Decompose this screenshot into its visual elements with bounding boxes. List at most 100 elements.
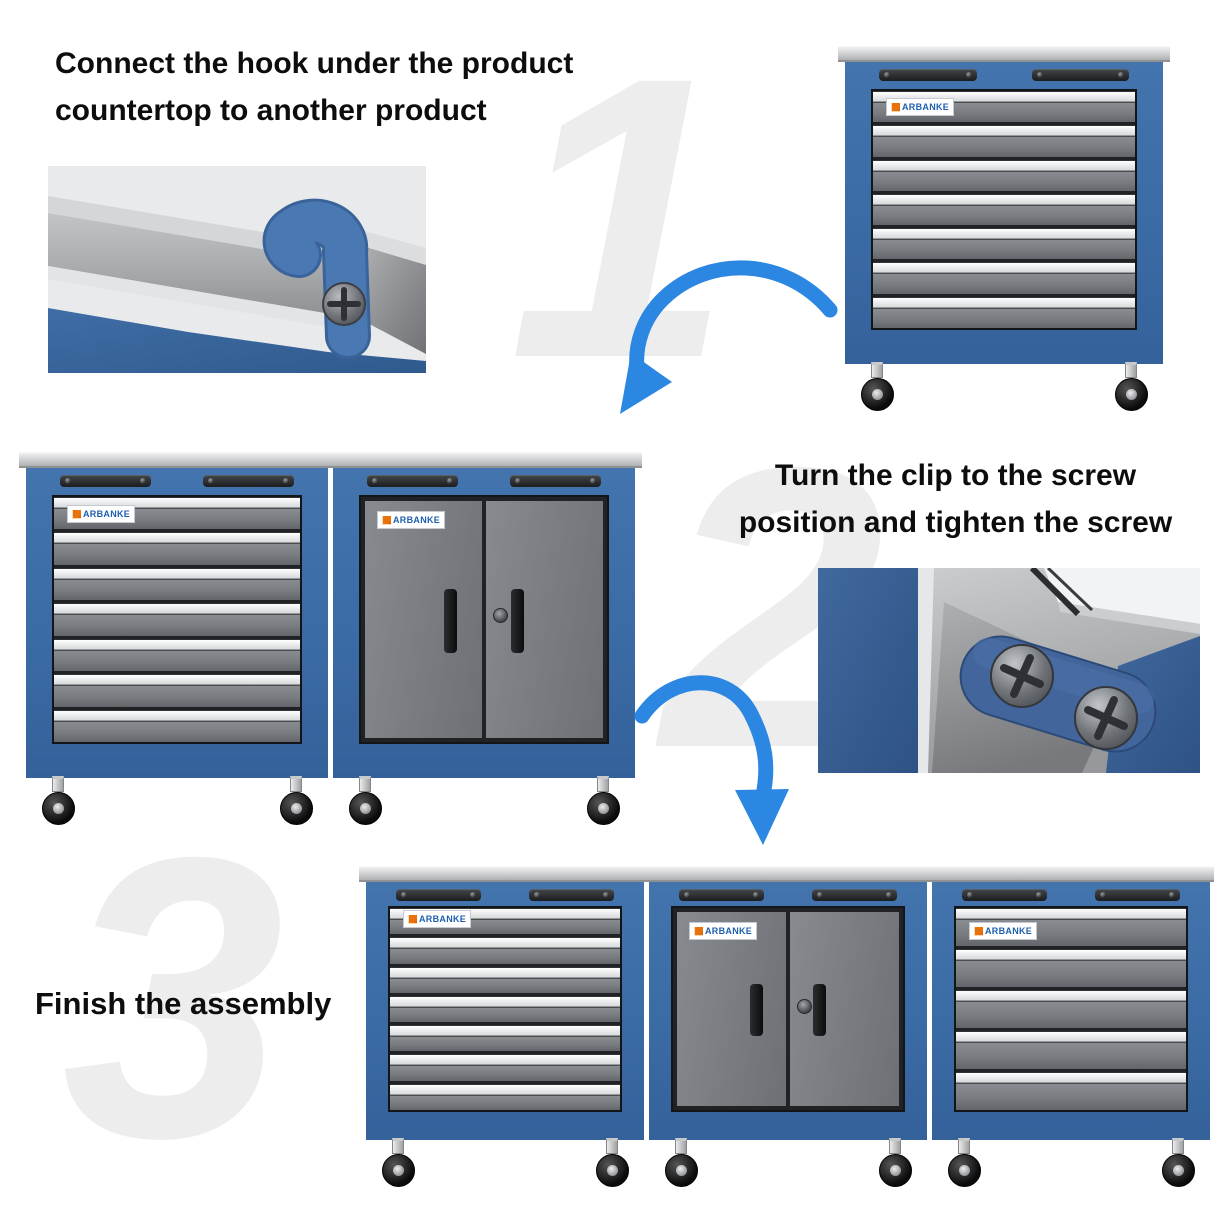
drawer bbox=[54, 674, 300, 707]
drawer bbox=[873, 296, 1135, 328]
countertop bbox=[326, 452, 642, 468]
handle-bar bbox=[1031, 69, 1129, 81]
arrow-step1-to-step2-icon bbox=[612, 256, 842, 426]
wheel-tire bbox=[1114, 378, 1148, 411]
cabinet-body: ARBANKE bbox=[366, 882, 644, 1140]
drawer bbox=[54, 638, 300, 672]
caster-wheel bbox=[38, 776, 78, 825]
brand-logo-mark-icon bbox=[974, 926, 983, 936]
drawer bbox=[873, 159, 1135, 191]
drawer-face bbox=[873, 273, 1135, 294]
handle-bar bbox=[202, 475, 294, 487]
cabinet-front: ARBANKE bbox=[359, 495, 609, 744]
caster-wheel bbox=[345, 776, 385, 825]
door-handle bbox=[750, 983, 764, 1037]
drawer-face bbox=[54, 649, 300, 672]
drawer-rail bbox=[956, 1031, 1186, 1042]
brand-logo: ARBANKE bbox=[377, 511, 446, 529]
drawer-face bbox=[390, 1036, 620, 1052]
wheel-stem bbox=[958, 1138, 970, 1154]
drawer-rail bbox=[54, 497, 300, 508]
drawer bbox=[390, 1054, 620, 1081]
step3-three-cabinet-assembly: ARBANKE ARBANKE ARBANKE bbox=[359, 866, 1214, 1187]
drawer-rail bbox=[54, 567, 300, 579]
drawer-face bbox=[956, 1001, 1186, 1028]
countertop bbox=[19, 452, 335, 468]
wheel-tire bbox=[279, 792, 313, 825]
step1-title-line1: Connect the hook under the product bbox=[55, 47, 574, 80]
drawer-cabinet: ARBANKE bbox=[359, 866, 651, 1187]
drawer bbox=[54, 603, 300, 636]
drawer-rail bbox=[956, 1072, 1186, 1083]
caster-wheel bbox=[1158, 1138, 1198, 1187]
brand-logo-text: ARBANKE bbox=[393, 514, 441, 525]
countertop bbox=[359, 866, 651, 882]
drawer: ARBANKE bbox=[956, 908, 1186, 946]
drawer bbox=[390, 995, 620, 1023]
step2-title-line1: Turn the clip to the screw bbox=[774, 459, 1137, 492]
wheel-stem bbox=[597, 776, 609, 792]
brand-logo: ARBANKE bbox=[67, 505, 136, 524]
drawer-cabinet: ARBANKE bbox=[838, 46, 1170, 411]
drawer-cabinet: ARBANKE bbox=[925, 866, 1214, 1187]
drawer bbox=[390, 1083, 620, 1110]
drawer bbox=[390, 966, 620, 993]
drawer bbox=[390, 937, 620, 964]
drawer-rail bbox=[390, 966, 620, 978]
cabinet-front: ARBANKE bbox=[52, 495, 302, 744]
drawer-face bbox=[873, 239, 1135, 260]
step3-title-line1: Finish the assembly bbox=[35, 986, 332, 1021]
drawer-face bbox=[54, 578, 300, 601]
drawer-face bbox=[54, 614, 300, 636]
brand-logo-text: ARBANKE bbox=[419, 913, 467, 924]
caster-wheel bbox=[1111, 362, 1151, 411]
drawer-face bbox=[873, 307, 1135, 328]
wheel-stem bbox=[392, 1138, 404, 1154]
cabinet-body: ARBANKE bbox=[845, 62, 1163, 364]
drawer bbox=[54, 709, 300, 742]
handle-bar bbox=[396, 889, 482, 901]
drawer-rail bbox=[54, 532, 300, 544]
wheel-stem bbox=[290, 776, 302, 792]
clip-closeup-illustration bbox=[818, 565, 1200, 773]
drawer bbox=[873, 228, 1135, 260]
wheel-stem bbox=[1125, 362, 1137, 378]
handle-bar bbox=[367, 475, 459, 487]
wheel-tire bbox=[878, 1154, 912, 1187]
wheel-stem bbox=[606, 1138, 618, 1154]
wheel-stem bbox=[52, 776, 64, 792]
drawer-face bbox=[956, 960, 1186, 987]
wheel-tire bbox=[1161, 1154, 1195, 1187]
wheel-stem bbox=[359, 776, 371, 792]
handle-row bbox=[52, 468, 302, 495]
handle-bar bbox=[962, 889, 1048, 901]
drawer-face bbox=[54, 685, 300, 707]
drawer-rail bbox=[54, 603, 300, 615]
drawer-rail bbox=[956, 949, 1186, 960]
wheel-stem bbox=[1172, 1138, 1184, 1154]
cabinet-body: ARBANKE bbox=[26, 468, 328, 778]
wheel-tire bbox=[664, 1154, 698, 1187]
hook-closeup-illustration bbox=[48, 166, 426, 373]
drawer-face bbox=[873, 136, 1135, 157]
door-handle bbox=[444, 588, 458, 653]
drawer-rail bbox=[54, 674, 300, 686]
brand-logo: ARBANKE bbox=[689, 922, 758, 940]
handle-row bbox=[954, 882, 1188, 906]
brand-logo: ARBANKE bbox=[886, 98, 955, 117]
cabinet-door-right bbox=[790, 912, 899, 1106]
caster-wheel bbox=[276, 776, 316, 825]
drawer-rail bbox=[390, 1083, 620, 1095]
caster-wheel bbox=[661, 1138, 701, 1187]
drawer-rail bbox=[390, 908, 620, 919]
drawer-rail bbox=[390, 1054, 620, 1066]
cabinet-door-right bbox=[486, 501, 603, 738]
drawer-rail bbox=[956, 990, 1186, 1001]
wheel-stem bbox=[675, 1138, 687, 1154]
wheel-tire bbox=[947, 1154, 981, 1187]
drawer-face bbox=[390, 1065, 620, 1081]
step2-two-cabinet-assembly: ARBANKE ARBANKE bbox=[19, 452, 642, 825]
brand-logo-text: ARBANKE bbox=[902, 101, 950, 112]
step1-title: Connect the hook under the product count… bbox=[55, 40, 715, 134]
